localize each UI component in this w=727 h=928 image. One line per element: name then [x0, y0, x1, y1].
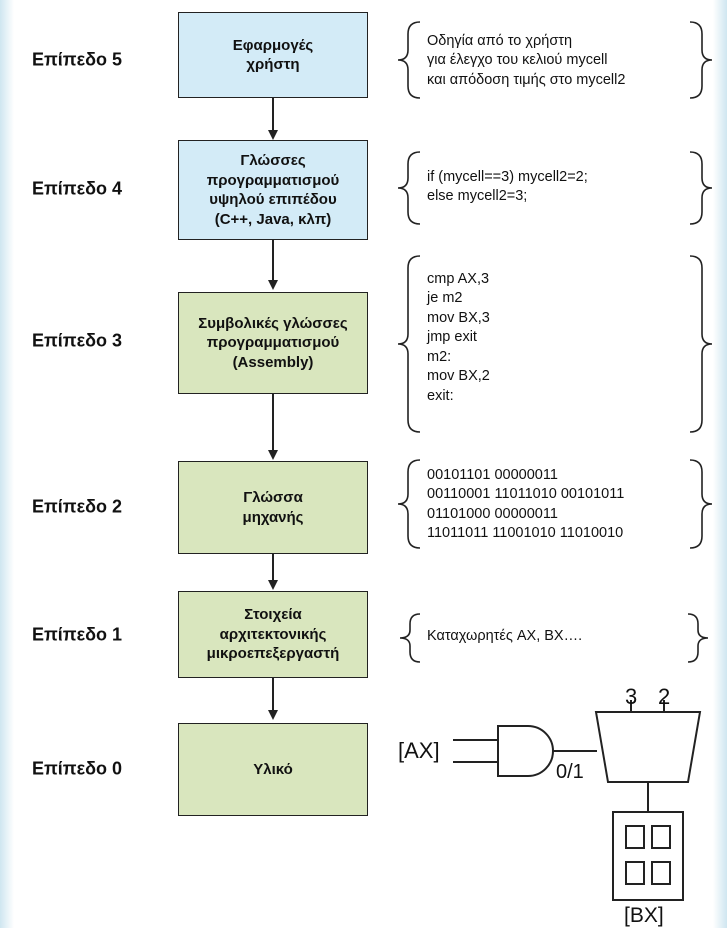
- level-4-note: if (mycell==3) mycell2=2; else mycell2=3…: [427, 169, 588, 205]
- register-bx-label: [BX]: [624, 904, 664, 927]
- brace-left-2: [397, 459, 421, 549]
- brace-left-1: [399, 613, 421, 663]
- register-cell-4: [651, 861, 671, 885]
- brace-right-2: [689, 459, 713, 549]
- note-braces: [397, 21, 713, 663]
- level-0-box: Υλικό: [178, 723, 368, 816]
- register-cell-1: [625, 825, 645, 849]
- level-1-box-text: Στοιχεία αρχιτεκτονικής μικροεπεξεργαστή: [206, 606, 340, 663]
- level-3-box-text: Συμβολικές γλώσσες προγραμματισμού (Asse…: [198, 314, 348, 371]
- level-5-box-text: Εφαρμογές χρήστη: [232, 36, 314, 74]
- brace-left-4: [397, 151, 421, 225]
- level-1-note: Καταχωρητές AX, BX….: [427, 628, 583, 644]
- hardware-circuit: [453, 700, 702, 901]
- level-4-box-text: Γλώσσες προγραμματισμού υψηλού επιπέδου …: [206, 152, 340, 228]
- register-outline: [612, 811, 684, 901]
- level-0-label: Επίπεδο 0: [32, 758, 123, 779]
- gate-output-label: 0/1: [556, 761, 584, 783]
- brace-right-3: [689, 255, 713, 433]
- left-edge-decoration: [0, 0, 14, 928]
- brace-right-5: [689, 21, 713, 99]
- mux-input-3-label: 3: [625, 684, 637, 709]
- level-0-box-text: Υλικό: [253, 760, 293, 778]
- register-cell-3: [625, 861, 645, 885]
- mux-shape: [594, 711, 702, 783]
- level-3-note: cmp AX,3 je m2 mov BX,3 jmp exit m2: mov…: [427, 271, 490, 404]
- level-1-label: Επίπεδο 1: [32, 624, 123, 645]
- brace-left-5: [397, 21, 421, 99]
- level-5-label: Επίπεδο 5: [32, 49, 123, 70]
- brace-right-1: [687, 613, 709, 663]
- input-ax-label: [AX]: [398, 738, 440, 763]
- level-4-box: Γλώσσες προγραμματισμού υψηλού επιπέδου …: [178, 140, 368, 240]
- level-5-note: Οδηγία από το χρήστη για έλεγχο του κελι…: [427, 33, 626, 88]
- level-2-box-text: Γλώσσα μηχανής: [242, 489, 304, 526]
- brace-right-4: [689, 151, 713, 225]
- level-2-note: 00101101 00000011 00110001 11011010 0010…: [427, 467, 625, 542]
- level-3-box: Συμβολικές γλώσσες προγραμματισμού (Asse…: [178, 292, 368, 394]
- level-2-box: Γλώσσα μηχανής: [178, 461, 368, 554]
- level-4-label: Επίπεδο 4: [32, 178, 123, 199]
- brace-left-3: [397, 255, 421, 433]
- and-gate-shape: [497, 725, 554, 777]
- level-2-label: Επίπεδο 2: [32, 496, 123, 517]
- level-1-box: Στοιχεία αρχιτεκτονικής μικροεπεξεργαστή: [178, 591, 368, 678]
- mux-input-2-label: 2: [658, 684, 670, 709]
- level-3-label: Επίπεδο 3: [32, 330, 123, 351]
- level-5-box: Εφαρμογές χρήστη: [178, 12, 368, 98]
- register-cell-2: [651, 825, 671, 849]
- right-edge-decoration: [713, 0, 727, 928]
